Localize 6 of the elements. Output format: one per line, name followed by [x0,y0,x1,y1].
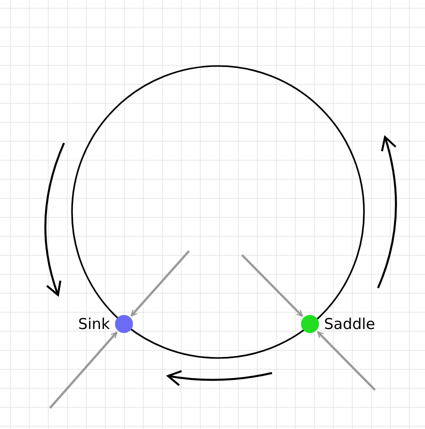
arrow [316,331,376,391]
arrow [241,254,304,317]
point-label: Sink [78,315,110,333]
point-label: Saddle [324,315,376,333]
arrow [49,332,118,409]
arrow [130,250,190,317]
